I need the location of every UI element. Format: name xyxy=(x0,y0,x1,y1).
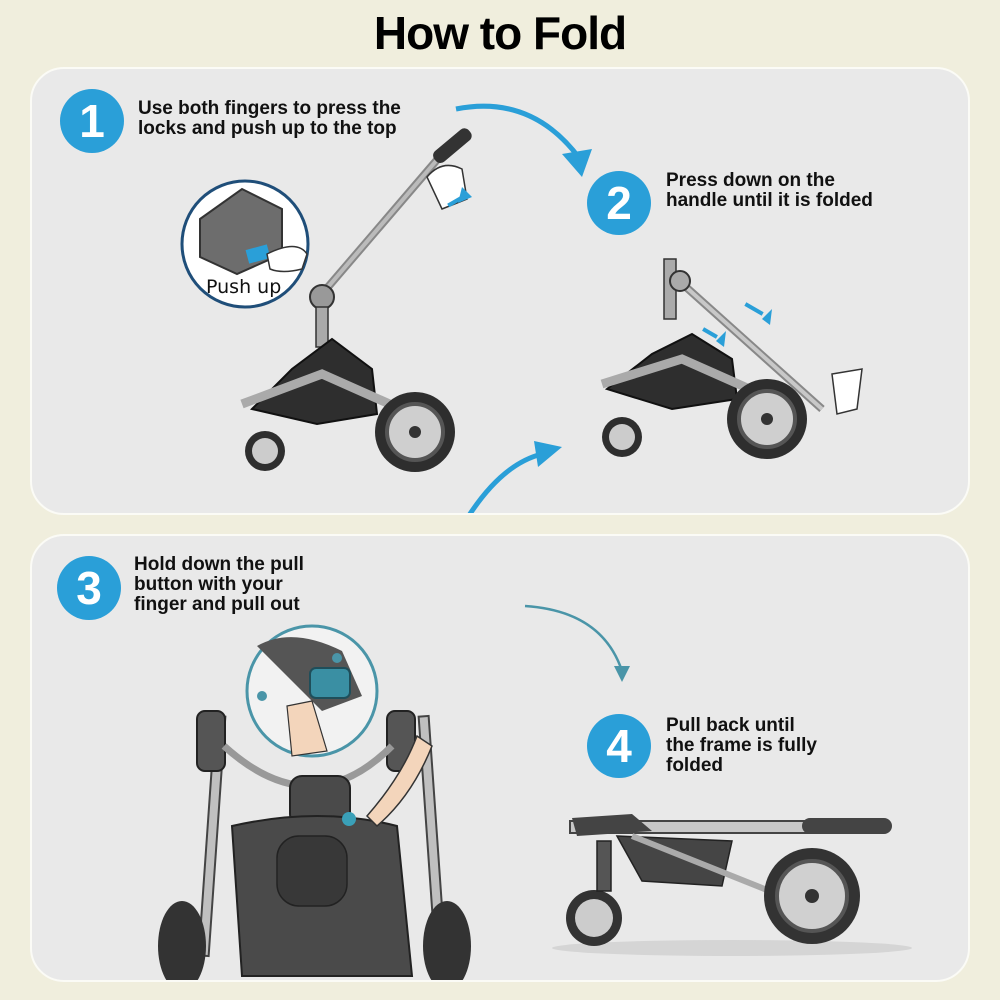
step-2-badge: 2 xyxy=(587,171,651,235)
curved-arrow-icon xyxy=(467,441,562,513)
hand-icon xyxy=(426,164,468,210)
step-3-badge: 3 xyxy=(57,556,121,620)
hand-icon xyxy=(831,368,863,415)
step-4-badge: 4 xyxy=(587,714,651,778)
stroller-illustration xyxy=(552,814,912,956)
lock-detail-inset xyxy=(180,179,310,309)
panel-1-illustrations xyxy=(180,103,863,513)
step-1-text: Use both fingers to press the locks and … xyxy=(138,98,401,139)
stroller-illustration xyxy=(600,258,863,459)
stroller-illustration xyxy=(158,710,471,980)
step-2-text: Press down on the handle until it is fol… xyxy=(666,170,873,211)
page-title: How to Fold xyxy=(373,7,627,59)
push-up-label: Push up xyxy=(206,276,282,298)
step-4-text: Pull back until the frame is fully folde… xyxy=(666,715,817,776)
panel-2-illustrations xyxy=(158,604,912,980)
panel-steps-3-4: 3 Hold down the pull button with your fi… xyxy=(30,534,970,982)
pull-button-detail-inset xyxy=(245,624,379,758)
hand-icon xyxy=(365,734,433,828)
curved-arrow-icon xyxy=(455,103,592,177)
step-3-text: Hold down the pull button with your fing… xyxy=(134,554,304,615)
curved-arrow-icon xyxy=(524,604,630,682)
step-1-badge: 1 xyxy=(60,89,124,153)
panel-steps-1-2: 1 Use both fingers to press the locks an… xyxy=(30,67,970,515)
stroller-illustration xyxy=(240,128,472,472)
